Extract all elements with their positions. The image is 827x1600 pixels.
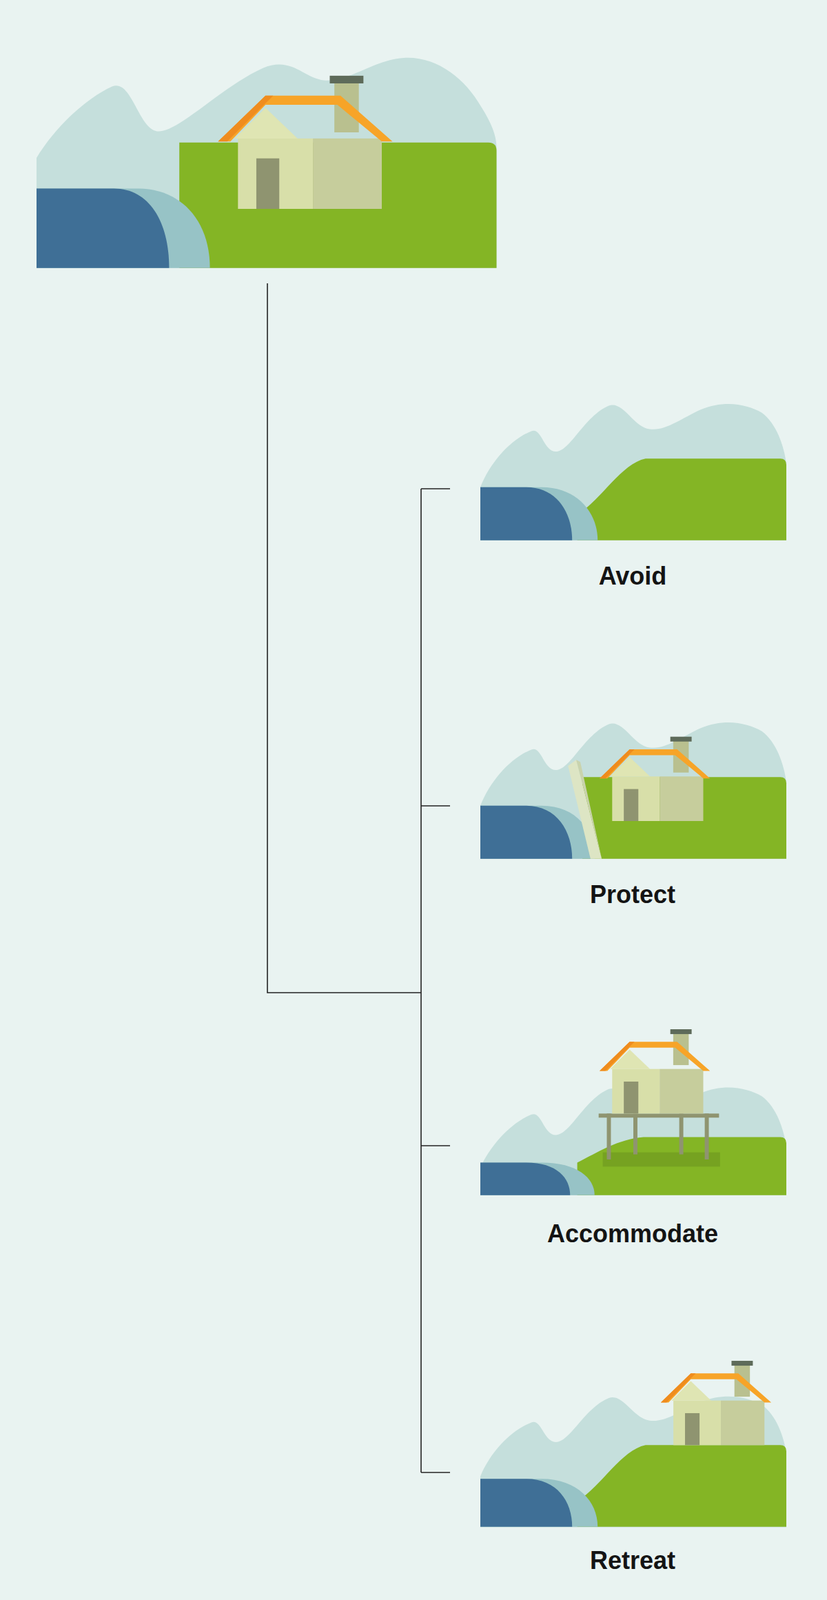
protect-scene (480, 722, 787, 859)
option-panel: Protect (480, 876, 785, 913)
option-label: Protect (589, 880, 676, 910)
option-panel: Retreat (480, 1542, 785, 1579)
top-scene (36, 57, 497, 269)
option-label: Retreat (589, 1545, 676, 1575)
option-label: Accommodate (547, 1219, 719, 1249)
tree-bracket (267, 283, 451, 1473)
option-label: Avoid (598, 561, 668, 591)
retreat-scene (480, 1360, 787, 1527)
option-panel: Accommodate (480, 1215, 785, 1252)
option-panel: Avoid (480, 558, 785, 595)
accommodate-scene (480, 1028, 787, 1196)
avoid-scene (480, 403, 787, 541)
